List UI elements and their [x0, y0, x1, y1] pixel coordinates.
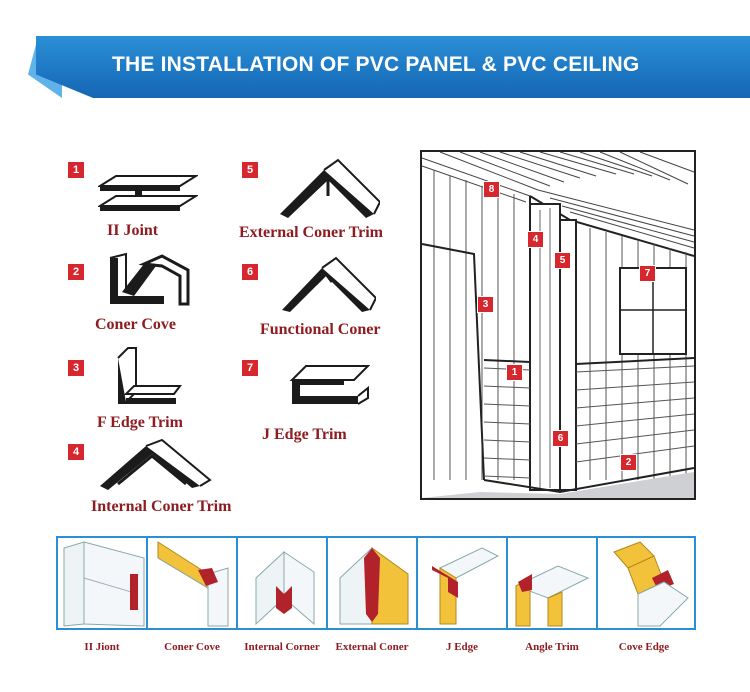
- profile-label-6: Functional Coner: [260, 321, 381, 338]
- j-edge-detail-icon: [432, 547, 500, 625]
- ii-joint-detail-icon: [63, 541, 145, 627]
- detail-angle-trim: [506, 536, 598, 630]
- profile-number-6: 6: [242, 264, 258, 280]
- profile-label-7: J Edge Trim: [262, 426, 347, 443]
- room-badge-2: 2: [620, 454, 637, 471]
- detail-external-coner: [326, 536, 418, 630]
- room-badge-8: 8: [483, 181, 500, 198]
- coner-cove-profile-icon: [109, 252, 190, 306]
- internal-corner-detail-icon: [255, 550, 315, 626]
- j-edge-trim-profile-icon: [289, 365, 370, 405]
- profile-label-3: F Edge Trim: [97, 414, 183, 431]
- profile-number-3: 3: [68, 360, 84, 376]
- room-badge-5: 5: [554, 252, 571, 269]
- angle-trim-detail-icon: [514, 565, 590, 627]
- detail-label-coner-cove: Coner Cove: [164, 641, 220, 653]
- room-badge-1: 1: [506, 364, 523, 381]
- room-badge-6: 6: [552, 430, 569, 447]
- detail-cove-edge: [596, 536, 696, 630]
- profile-number-1: 1: [68, 162, 84, 178]
- internal-coner-trim-profile-icon: [100, 438, 212, 490]
- profile-number-2: 2: [68, 264, 84, 280]
- detail-internal-corner: [236, 536, 328, 630]
- detail-j-edge: [416, 536, 508, 630]
- room-installation-sketch: [420, 150, 696, 500]
- detail-label-j-edge: J Edge: [445, 641, 479, 653]
- external-coner-trim-profile-icon: [280, 158, 380, 218]
- profile-number-7: 7: [242, 360, 258, 376]
- external-coner-detail-icon: [339, 546, 409, 625]
- banner-bar: [36, 36, 750, 98]
- profile-label-5: External Coner Trim: [239, 224, 383, 241]
- installation-detail-strip: II Jiont Coner Cove Internal Corner Exte…: [56, 536, 697, 660]
- page-title: THE INSTALLATION OF PVC PANEL & PVC CEIL…: [112, 53, 640, 76]
- detail-label-angle-trim: Angle Trim: [525, 641, 579, 653]
- room-badge-7: 7: [639, 265, 656, 282]
- coner-cove-detail-icon: [157, 541, 229, 627]
- detail-label-external-coner: External Coner: [335, 641, 409, 653]
- detail-label-cove-edge: Cove Edge: [618, 641, 670, 653]
- profile-label-1: II Joint: [107, 222, 159, 239]
- profile-number-5: 5: [242, 162, 258, 178]
- detail-ii-joint: [56, 536, 148, 630]
- profile-label-4: Internal Coner Trim: [91, 498, 232, 515]
- title-banner: THE INSTALLATION OF PVC PANEL & PVC CEIL…: [28, 36, 750, 98]
- profile-number-4: 4: [68, 444, 84, 460]
- f-edge-trim-profile-icon: [117, 347, 182, 404]
- detail-label-ii-jiont: II Jiont: [84, 641, 120, 653]
- cove-edge-detail-icon: [613, 541, 689, 627]
- profile-label-2: Coner Cove: [95, 316, 177, 333]
- room-badge-4: 4: [527, 231, 544, 248]
- ii-joint-profile-icon: [98, 175, 198, 211]
- detail-label-internal-corner: Internal Corner: [244, 641, 320, 653]
- detail-coner-cove: [146, 536, 238, 630]
- room-badge-3: 3: [477, 296, 494, 313]
- functional-coner-profile-icon: [282, 256, 376, 312]
